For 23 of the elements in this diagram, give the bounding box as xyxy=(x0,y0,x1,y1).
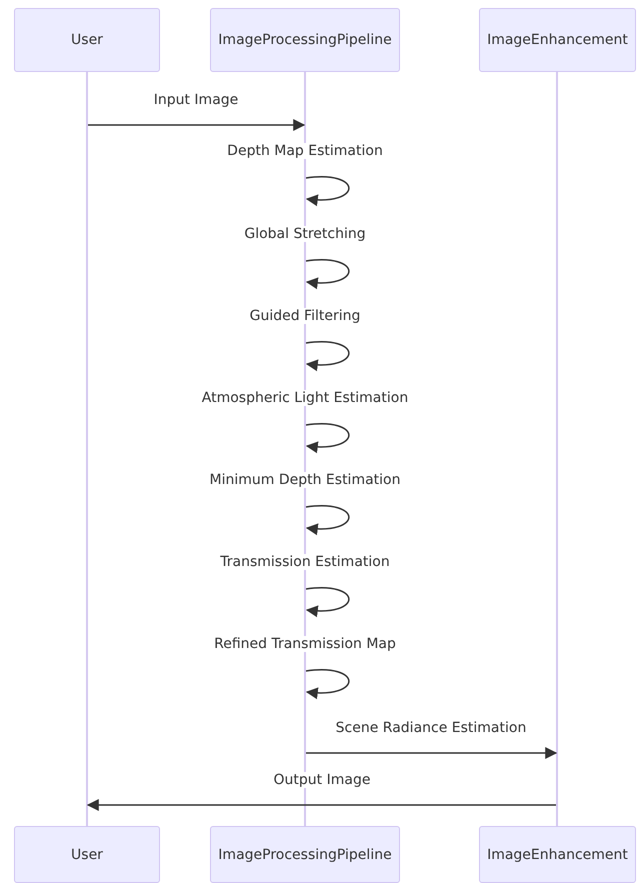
participant-box: User xyxy=(14,8,160,72)
self-message-arrow xyxy=(306,587,350,617)
self-message-arrow xyxy=(306,423,350,453)
lifeline xyxy=(556,72,558,826)
edge-label: Transmission Estimation xyxy=(218,554,392,570)
self-message-arrow xyxy=(306,505,350,535)
self-message-arrow xyxy=(306,259,350,289)
edge-label: Guided Filtering xyxy=(248,308,362,324)
self-message-arrow xyxy=(306,176,350,206)
participant-box: ImageEnhancement xyxy=(479,826,636,883)
edge-label: Output Image xyxy=(272,772,372,788)
lifeline xyxy=(86,72,88,826)
self-message-arrow xyxy=(306,669,350,699)
participant-box: User xyxy=(14,826,160,883)
participant-box: ImageProcessingPipeline xyxy=(210,826,400,883)
self-message-arrow xyxy=(306,341,350,371)
edge-label: Minimum Depth Estimation xyxy=(208,472,402,488)
message-arrow xyxy=(86,799,556,811)
participant-box: ImageProcessingPipeline xyxy=(210,8,400,72)
edge-label: Atmospheric Light Estimation xyxy=(200,390,410,406)
message-arrow xyxy=(306,747,558,759)
message-arrow xyxy=(88,119,306,131)
participant-box: ImageEnhancement xyxy=(479,8,636,72)
